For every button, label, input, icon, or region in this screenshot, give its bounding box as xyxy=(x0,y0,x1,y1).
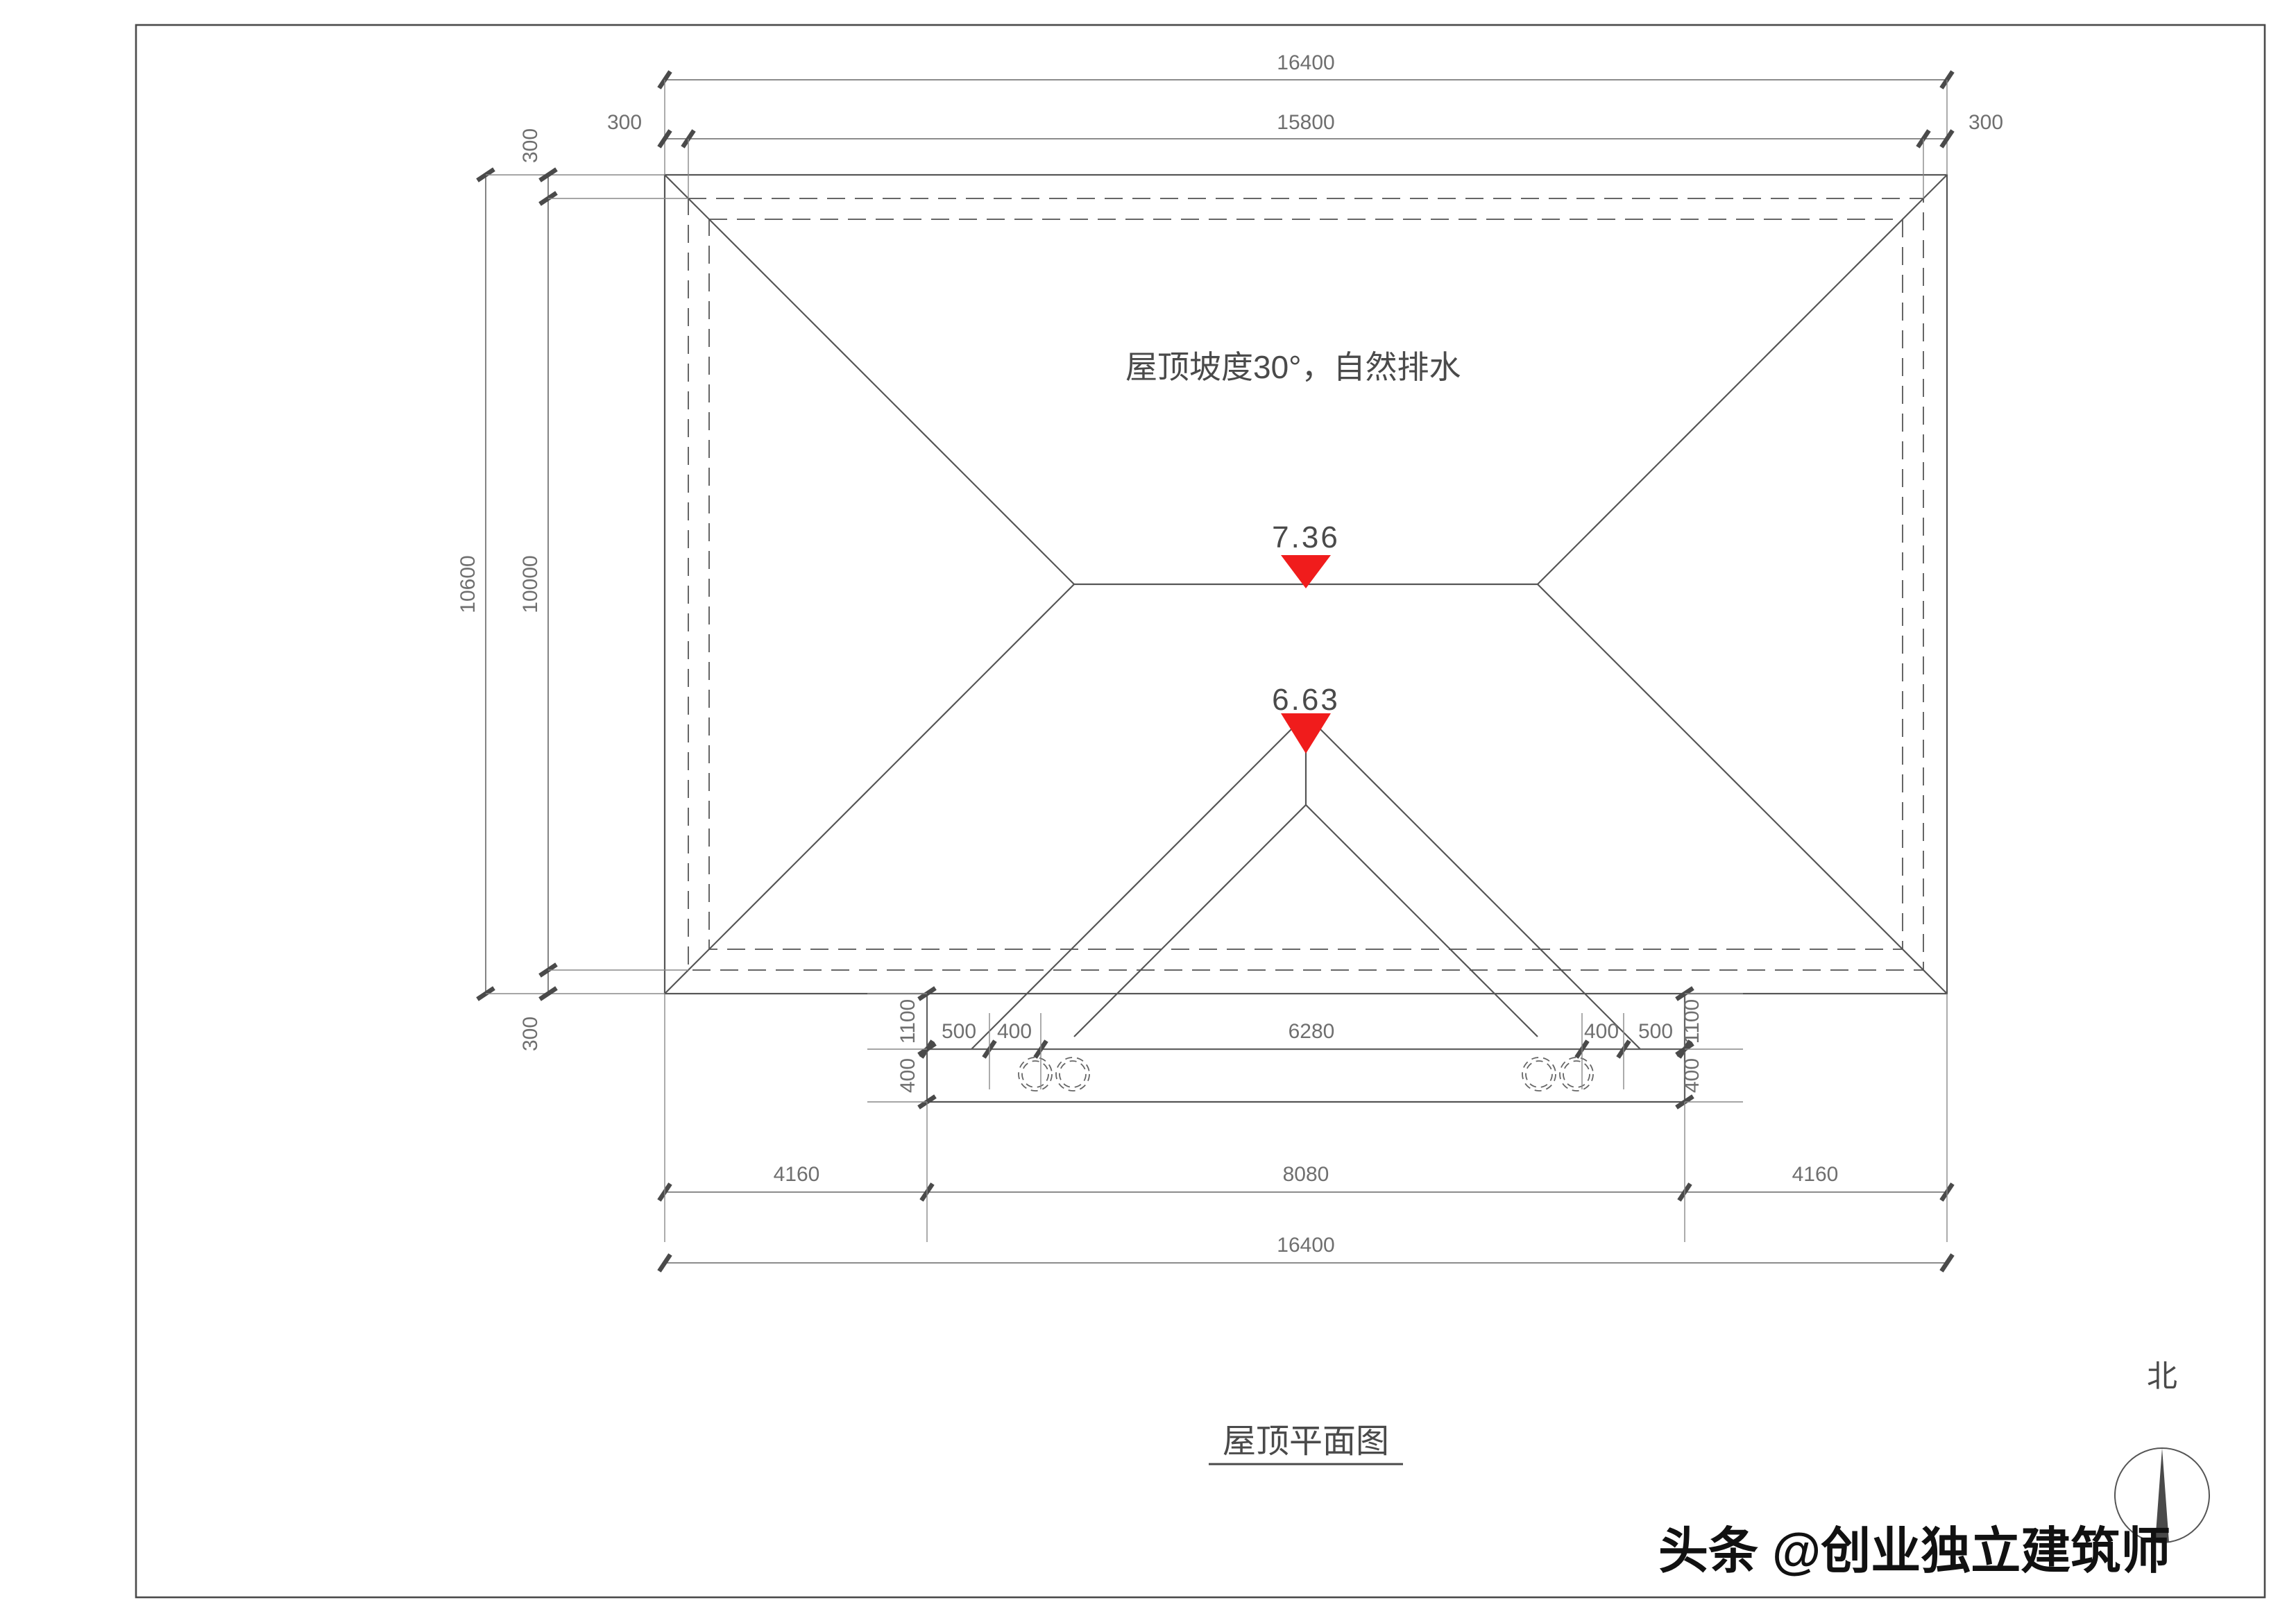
elevation-triangle-icon xyxy=(1281,555,1331,588)
dim-top-outer-label: 16400 xyxy=(1277,51,1334,74)
dimension-porch-vertical-left: 1100 400 xyxy=(867,986,937,1110)
dimension-bottom-chain: 4160 8080 4160 xyxy=(657,994,1955,1242)
roof-hip-and-ridge-lines xyxy=(664,174,1948,994)
dimension-left-inner: 10000 300 300 xyxy=(519,128,688,1051)
dim-bottom-overall-label: 16400 xyxy=(1277,1234,1334,1257)
page-title: 屋顶平面图 xyxy=(1223,1423,1389,1460)
dim-bottom-left-label: 4160 xyxy=(774,1163,820,1186)
dim-porch-v-left-1100-label: 1100 xyxy=(896,999,919,1044)
dim-top-left-offset-label: 300 xyxy=(607,111,642,134)
dim-left-bottom-offset-label: 300 xyxy=(519,1017,542,1051)
dim-porch-center-label: 6280 xyxy=(1289,1020,1335,1043)
roof-slope-note: 屋顶坡度30°，自然排水 xyxy=(1125,349,1461,385)
sheet-border xyxy=(135,24,2266,1599)
dim-left-outer-label: 10600 xyxy=(457,555,479,613)
roof-drain-symbols xyxy=(1018,1057,1594,1091)
drawing-title-group: 屋顶平面图 xyxy=(1209,1423,1403,1465)
elevation-marker-ridge: 7.36 xyxy=(1272,520,1340,588)
watermark-text: 头条 @创业独立建筑师 xyxy=(1658,1524,2171,1579)
dimension-porch-chain: 500 400 6280 400 500 xyxy=(919,1013,1692,1089)
dimension-left-outer: 10600 xyxy=(457,167,665,1001)
elevation-ridge-label: 7.36 xyxy=(1272,520,1340,554)
north-arrow: 北 xyxy=(2114,1359,2210,1543)
dim-left-inner-label: 10000 xyxy=(519,555,542,613)
dim-porch-left-400-label: 400 xyxy=(997,1020,1032,1043)
elevation-marker-gable: 6.63 xyxy=(1272,683,1340,754)
dimension-bottom-overall: 16400 xyxy=(657,1234,1955,1273)
dim-porch-v-left-400-label: 400 xyxy=(896,1058,919,1093)
dimension-porch-vertical-right: 1100 400 xyxy=(1675,986,1743,1110)
dim-bottom-center-label: 8080 xyxy=(1283,1163,1329,1186)
dim-porch-right-400-label: 400 xyxy=(1584,1020,1619,1043)
elevation-triangle-icon xyxy=(1281,713,1331,754)
dim-bottom-right-label: 4160 xyxy=(1792,1163,1839,1186)
roof-inner-dashed-lines xyxy=(688,198,1924,971)
dim-top-inner-label: 15800 xyxy=(1277,111,1334,134)
north-arrow-label: 北 xyxy=(2147,1359,2177,1393)
elevation-gable-label: 6.63 xyxy=(1272,683,1340,717)
dimension-top-inner: 15800 300 300 xyxy=(607,111,2003,198)
roof-outline xyxy=(663,173,1948,995)
dim-porch-v-right-1100-label: 1100 xyxy=(1681,999,1703,1044)
dim-porch-right-500-label: 500 xyxy=(1638,1020,1673,1043)
dim-left-top-offset-label: 300 xyxy=(519,128,542,163)
dim-top-right-offset-label: 300 xyxy=(1968,111,2003,134)
dim-porch-v-right-400-label: 400 xyxy=(1681,1058,1703,1093)
dimension-top-outer: 16400 xyxy=(657,51,1955,175)
compass-needle-icon xyxy=(2155,1448,2169,1543)
dim-porch-left-500-label: 500 xyxy=(942,1020,976,1043)
